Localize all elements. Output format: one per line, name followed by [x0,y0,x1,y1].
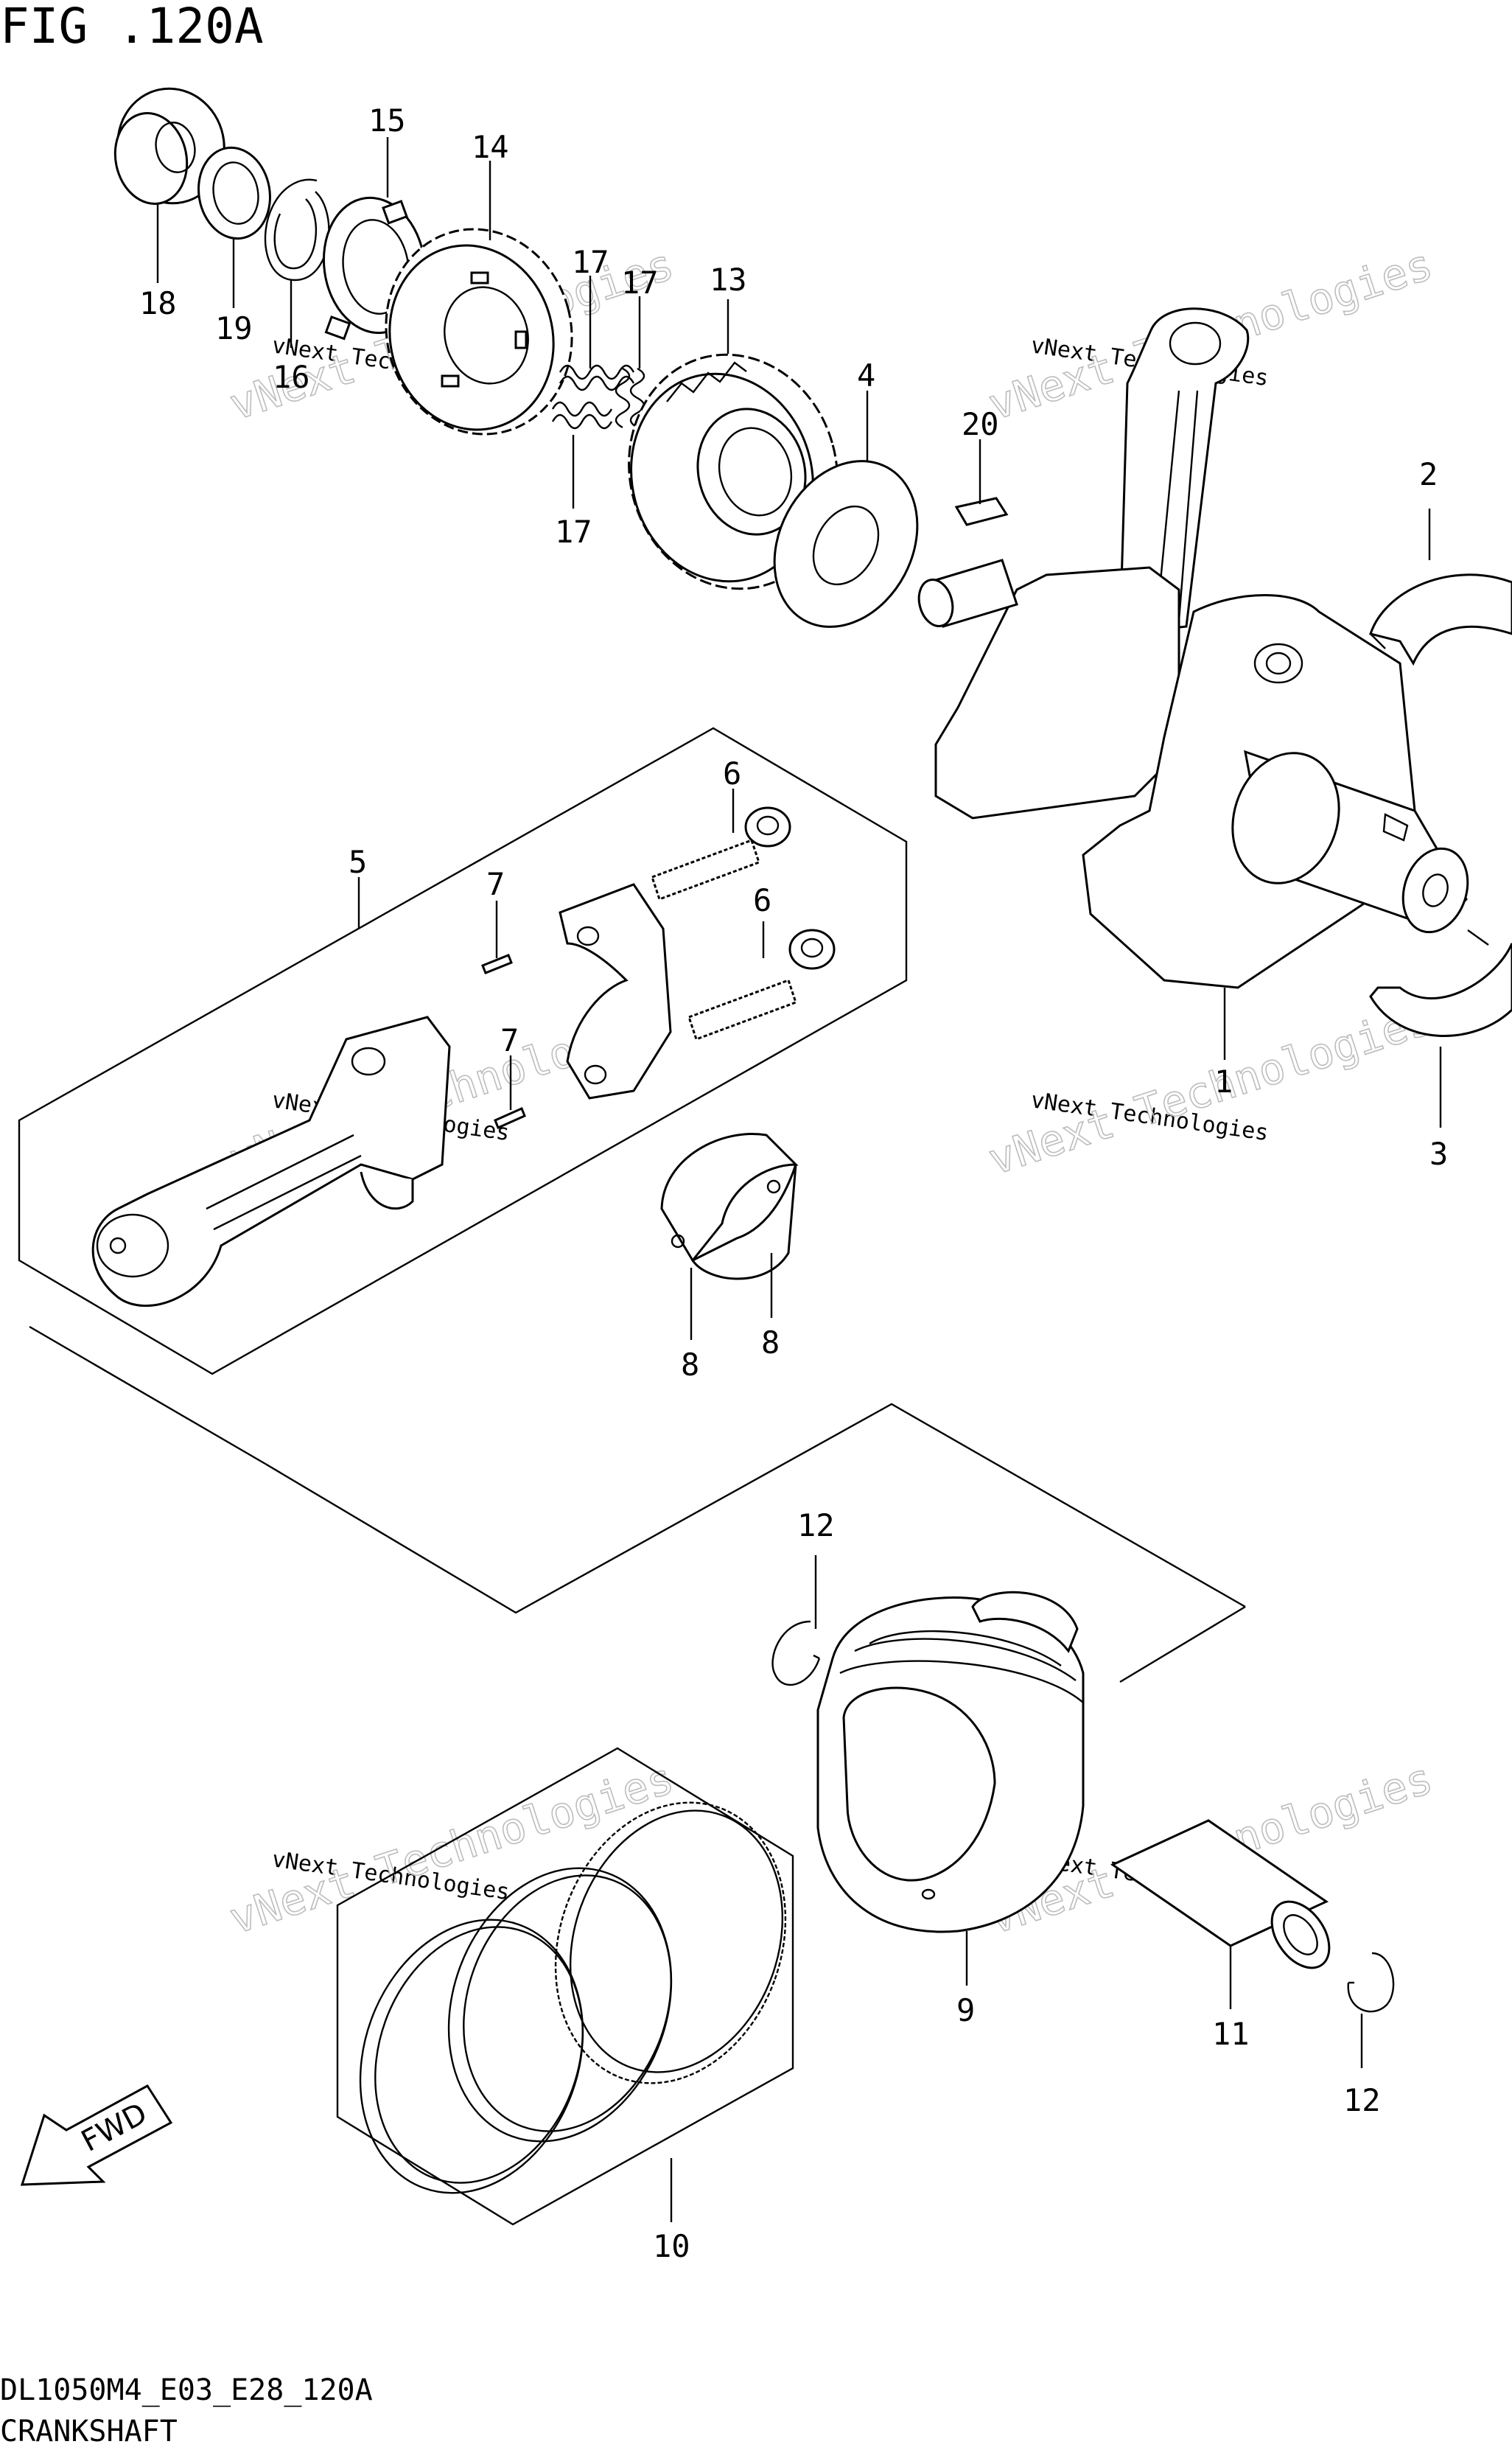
piston-ring-box [336,1747,794,2226]
callout-14: 14 [472,129,509,165]
dowel-pin-part-a [481,954,513,974]
thrust-washer-part [773,460,919,628]
forward-arrow-icon: FWD [20,2084,173,2186]
callout-13: 13 [710,262,747,298]
callout-17c: 17 [555,514,592,550]
starter-gear-part [385,228,573,436]
piston-pin-clip-part-a [771,1620,821,1686]
callout-1: 1 [1214,1064,1233,1100]
conrod-cap-part [559,883,672,1100]
conrod-bolt-part-b [687,929,836,1041]
piston-pin-part [1110,1819,1331,1969]
callout-9: 9 [956,1992,975,2028]
callout-numbers: 1 2 3 4 5 6 6 7 7 8 8 9 10 11 12 12 13 1… [139,102,1448,2264]
callout-15: 15 [368,102,406,139]
spring-part-a [559,364,635,391]
spring-part-c [551,401,613,430]
crankshaft-part [917,307,1469,989]
callout-7b: 7 [500,1022,519,1058]
conrod-kit-box [18,727,908,1375]
conrod-bolt-part-a [651,806,791,901]
callout-19: 19 [215,310,253,346]
callout-8a: 8 [681,1347,699,1383]
callout-8b: 8 [761,1324,780,1361]
upper-bearing-part [1369,573,1512,666]
callout-11: 11 [1212,2016,1250,2052]
nut-part [113,87,225,205]
callout-3: 3 [1429,1136,1448,1172]
callout-20: 20 [962,406,999,442]
connecting-rod-part [91,1016,451,1308]
callout-7a: 7 [486,866,505,902]
piston-rings-part [359,1801,787,2194]
conrod-bearing-part [660,1133,799,1280]
piston-part [816,1591,1085,1933]
washer-part [197,146,271,240]
spring-part-b [615,367,645,429]
callout-17b: 17 [621,265,659,301]
callout-6b: 6 [753,882,771,918]
figure-code: DL1050M4_E03_E28_120A [0,2373,373,2407]
callout-4: 4 [857,357,875,394]
figure-title: FIG .120A [0,0,264,55]
key-part [954,497,1009,526]
callout-10: 10 [653,2228,690,2264]
piston-pin-clip-part-b [1347,1952,1395,2013]
figure-caption: CRANKSHAFT [0,2415,178,2447]
dowel-pin-part-b [494,1106,526,1130]
callout-18: 18 [139,285,177,321]
callout-6a: 6 [723,755,741,792]
callout-2: 2 [1419,456,1438,492]
leader-lines [156,137,1442,2222]
callout-12a: 12 [797,1507,835,1543]
callout-16: 16 [273,359,310,395]
lower-bearing-part [1369,929,1512,1037]
circlip-part [264,178,330,282]
callout-5: 5 [349,844,367,880]
piston-kit-box [29,1325,1246,1683]
callout-12b: 12 [1343,2082,1381,2118]
callout-17a: 17 [572,244,609,280]
